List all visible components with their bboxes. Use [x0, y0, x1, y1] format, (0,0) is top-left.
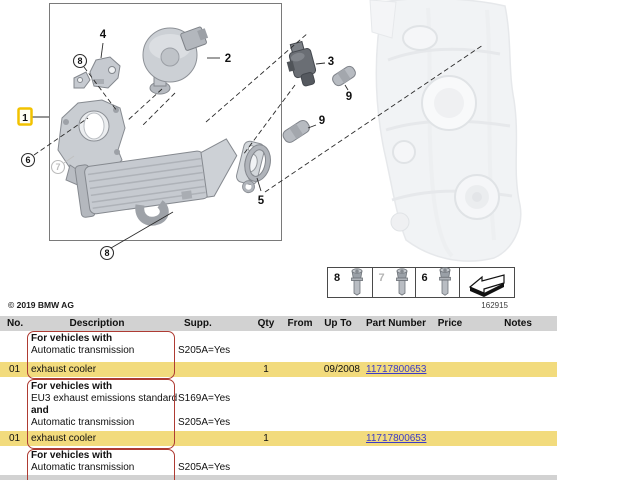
svg-text:8[interactable]: 8: [77, 56, 82, 66]
legend-bolt-7-label: 7: [379, 272, 385, 284]
leader-lines: [31, 32, 484, 249]
callout-8a[interactable]: 8: [72, 53, 88, 69]
engine-block: [369, 0, 522, 262]
condition-text: Automatic transmission: [31, 462, 135, 473]
part-row-description[interactable]: exhaust cooler: [31, 433, 97, 444]
callout-4[interactable]: 4: [100, 29, 107, 41]
diagram-image-number: 162915: [481, 301, 508, 310]
callout-8b[interactable]: 8: [99, 245, 115, 261]
egr-valve-part-2: [142, 26, 209, 95]
bracket-part-4: [89, 56, 121, 89]
col-header-no: No.: [7, 318, 24, 329]
sleeve-part-9a: [332, 65, 356, 87]
part-row-no: 01: [9, 364, 21, 375]
callout-1-label[interactable]: 1: [22, 112, 28, 124]
condition-supp-code: S169A=Yes: [178, 393, 231, 404]
callout-3[interactable]: 3: [328, 56, 334, 68]
callout-6[interactable]: 6: [20, 152, 36, 168]
condition-text: EU3 exhaust emissions standard: [31, 393, 178, 404]
condition-supp-code: S205A=Yes: [178, 417, 231, 428]
callout-1[interactable]: 1: [17, 107, 33, 126]
col-header-from: From: [287, 318, 313, 329]
svg-text:8[interactable]: 8: [104, 248, 109, 258]
table-header-row: [0, 316, 557, 331]
col-header-qty: Qty: [257, 318, 275, 329]
col-header-notes: Notes: [504, 318, 532, 329]
cooler-elbow-pipe: [135, 200, 169, 226]
svg-text:6[interactable]: 6: [25, 155, 30, 165]
callout-2[interactable]: 2: [225, 53, 231, 65]
sleeve-part-9b: [282, 119, 310, 143]
legend-bolt-6-label[interactable]: 6: [422, 272, 428, 284]
copyright-notice: © 2019 BMW AG: [8, 300, 74, 310]
part-row-qty: 1: [263, 433, 269, 444]
egr-housing-part: [57, 99, 126, 187]
condition-text: Automatic transmission: [31, 417, 135, 428]
condition-text: Automatic transmission: [31, 345, 135, 356]
condition-title: For vehicles with: [31, 333, 113, 344]
part-row-highlight[interactable]: [0, 431, 557, 446]
fastener-legend: 8 7 6: [327, 267, 515, 298]
part-number-link[interactable]: 11717800653: [366, 433, 427, 444]
gasket-part-5: [242, 144, 271, 194]
part-row-no: 01: [9, 433, 21, 444]
callout-5[interactable]: 5: [258, 195, 265, 207]
part-number-link[interactable]: 11717800653: [366, 364, 427, 375]
part-row-upto: 09/2008: [323, 364, 360, 375]
condition-conjunction: and: [31, 405, 49, 416]
col-header-supp: Supp.: [184, 318, 212, 329]
col-header-description: Description: [69, 318, 125, 329]
sensor-part-3: [286, 40, 317, 87]
condition-supp-code: S205A=Yes: [178, 345, 231, 356]
diagram-frame: [49, 3, 282, 241]
part-row-qty: 1: [263, 364, 269, 375]
next-row-partial: [0, 475, 557, 480]
part-row-highlight[interactable]: [0, 362, 557, 377]
part-row-description[interactable]: exhaust cooler: [31, 364, 97, 375]
legend-bolt-8-label[interactable]: 8: [334, 272, 340, 284]
col-header-upto: Up To: [324, 318, 352, 329]
direction-arrow-icon[interactable]: [468, 274, 505, 297]
condition-title: For vehicles with: [31, 381, 113, 392]
bracket-part-8: [73, 71, 91, 89]
condition-supp-code: S205A=Yes: [178, 462, 231, 473]
parts-diagram: 1 8 6 7 8 4 2 3 9 9 5: [17, 0, 522, 310]
callout-9a[interactable]: 9: [346, 91, 352, 103]
exhaust-cooler-part-1: [74, 138, 238, 218]
condition-title: For vehicles with: [31, 450, 113, 461]
svg-text:7: 7: [55, 162, 60, 172]
callout-9b[interactable]: 9: [319, 115, 325, 127]
col-header-price: Price: [437, 318, 463, 329]
col-header-part-number: Part Number: [366, 318, 427, 329]
callout-7-disabled: 7: [50, 159, 66, 175]
